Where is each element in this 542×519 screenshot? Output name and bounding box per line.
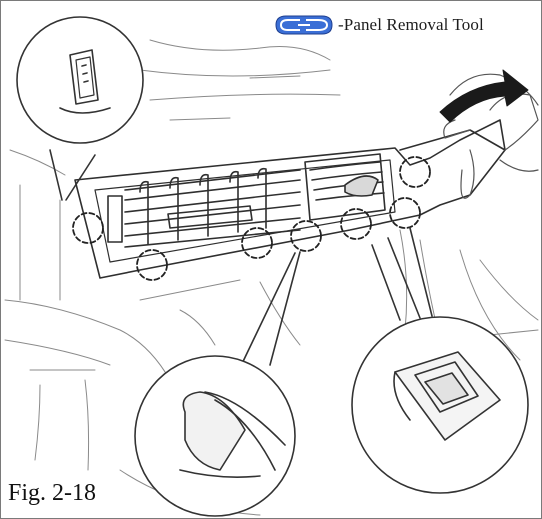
figure-label: Fig. 2-18	[5, 480, 100, 507]
detail-callout-bottom-right	[351, 227, 529, 494]
clip-marker	[72, 212, 104, 244]
clip-marker	[241, 227, 273, 259]
pull-direction-arrow	[439, 69, 529, 123]
legend-label: -Panel Removal Tool	[338, 15, 484, 34]
panel-removal-tool-icon	[275, 15, 333, 35]
clip-marker	[399, 156, 431, 188]
detail-callout-bottom-middle	[134, 251, 301, 517]
legend: -Panel Removal Tool	[272, 12, 484, 38]
detail-callout-top-left	[16, 16, 144, 201]
clip-marker	[340, 208, 372, 240]
clip-marker	[389, 197, 421, 229]
vent-panel	[74, 119, 506, 279]
hand-drawing	[443, 73, 539, 199]
clip-marker	[290, 220, 322, 252]
clip-location-markers	[72, 156, 431, 281]
clip-marker	[136, 249, 168, 281]
